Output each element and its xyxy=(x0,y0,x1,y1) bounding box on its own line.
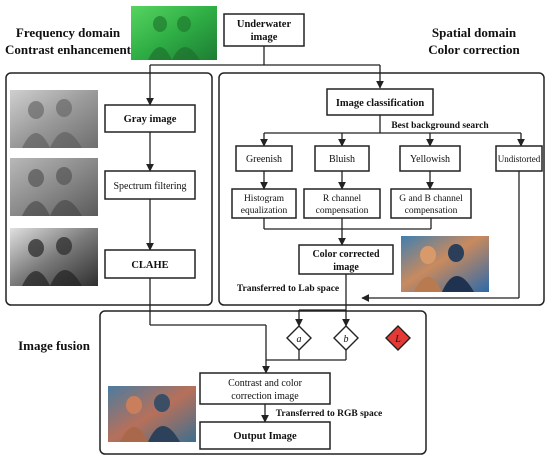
histogram-equalization-label-1: Histogram xyxy=(244,194,285,204)
clahe-label: CLAHE xyxy=(131,260,168,271)
histogram-equalization-label-2: equalization xyxy=(241,206,288,216)
spectrum-filtered-photo xyxy=(10,158,98,216)
underwater-image-label-1: Underwater xyxy=(237,19,292,30)
transferred-rgb-label: Transferred to RGB space xyxy=(276,409,383,419)
r-channel-compensation-label-1: R channel xyxy=(323,194,362,204)
color-corrected-image-label-2: image xyxy=(333,262,359,273)
frequency-domain-heading: Frequency domain xyxy=(16,25,121,40)
gray-image-label: Gray image xyxy=(124,114,177,125)
color-corrected-photo xyxy=(401,236,489,292)
image-fusion-heading: Image fusion xyxy=(18,338,91,353)
output-image-node xyxy=(199,421,331,450)
diamond-a-label: a xyxy=(297,334,302,345)
spatial-domain-panel xyxy=(218,72,545,306)
clahe-photo xyxy=(10,228,98,286)
frequency-domain-panel xyxy=(5,72,213,306)
bluish-label: Bluish xyxy=(329,154,355,165)
image-fusion-panel xyxy=(99,310,427,455)
output-image-label: Output Image xyxy=(233,431,297,442)
r-channel-compensation-node xyxy=(303,188,381,219)
underwater-image-node xyxy=(223,13,305,47)
contrast-color-correction-node xyxy=(199,372,331,405)
spectrum-filtering-label: Spectrum filtering xyxy=(113,181,186,192)
contrast-color-correction-label-2: correction image xyxy=(231,391,299,402)
color-correction-heading: Color correction xyxy=(428,42,520,57)
transferred-lab-label: Transferred to Lab space xyxy=(237,284,339,294)
greenish-node xyxy=(235,145,293,172)
yellowish-node xyxy=(399,145,461,172)
contrast-enhancement-heading: Contrast enhancement xyxy=(5,42,132,57)
best-background-search-label: Best background search xyxy=(391,121,489,131)
gb-channel-compensation-label-1: G and B channel xyxy=(399,194,463,204)
diamond-b-label: b xyxy=(344,334,349,345)
yellowish-label: Yellowish xyxy=(410,154,450,165)
spatial-domain-heading: Spatial domain xyxy=(432,25,517,40)
gray-image-photo xyxy=(10,90,98,148)
fused-photo xyxy=(108,386,196,442)
spectrum-filtering-node xyxy=(104,170,196,200)
diamond-l xyxy=(385,325,411,351)
contrast-color-correction-label-1: Contrast and color xyxy=(228,378,303,389)
image-classification-label: Image classification xyxy=(336,98,425,109)
color-corrected-image-label-1: Color corrected xyxy=(312,249,380,260)
underwater-photo xyxy=(131,6,217,60)
diamond-l-label: L xyxy=(394,334,401,345)
gb-channel-compensation-label-2: compensation xyxy=(405,206,458,216)
greenish-label: Greenish xyxy=(246,154,282,165)
r-channel-compensation-label-2: compensation xyxy=(316,206,369,216)
underwater-image-label-2: image xyxy=(251,32,278,43)
histogram-equalization-node xyxy=(231,188,297,219)
color-corrected-image-node xyxy=(298,244,394,275)
undistorted-label: Undistorted xyxy=(498,154,541,164)
gb-channel-compensation-node xyxy=(390,188,472,219)
